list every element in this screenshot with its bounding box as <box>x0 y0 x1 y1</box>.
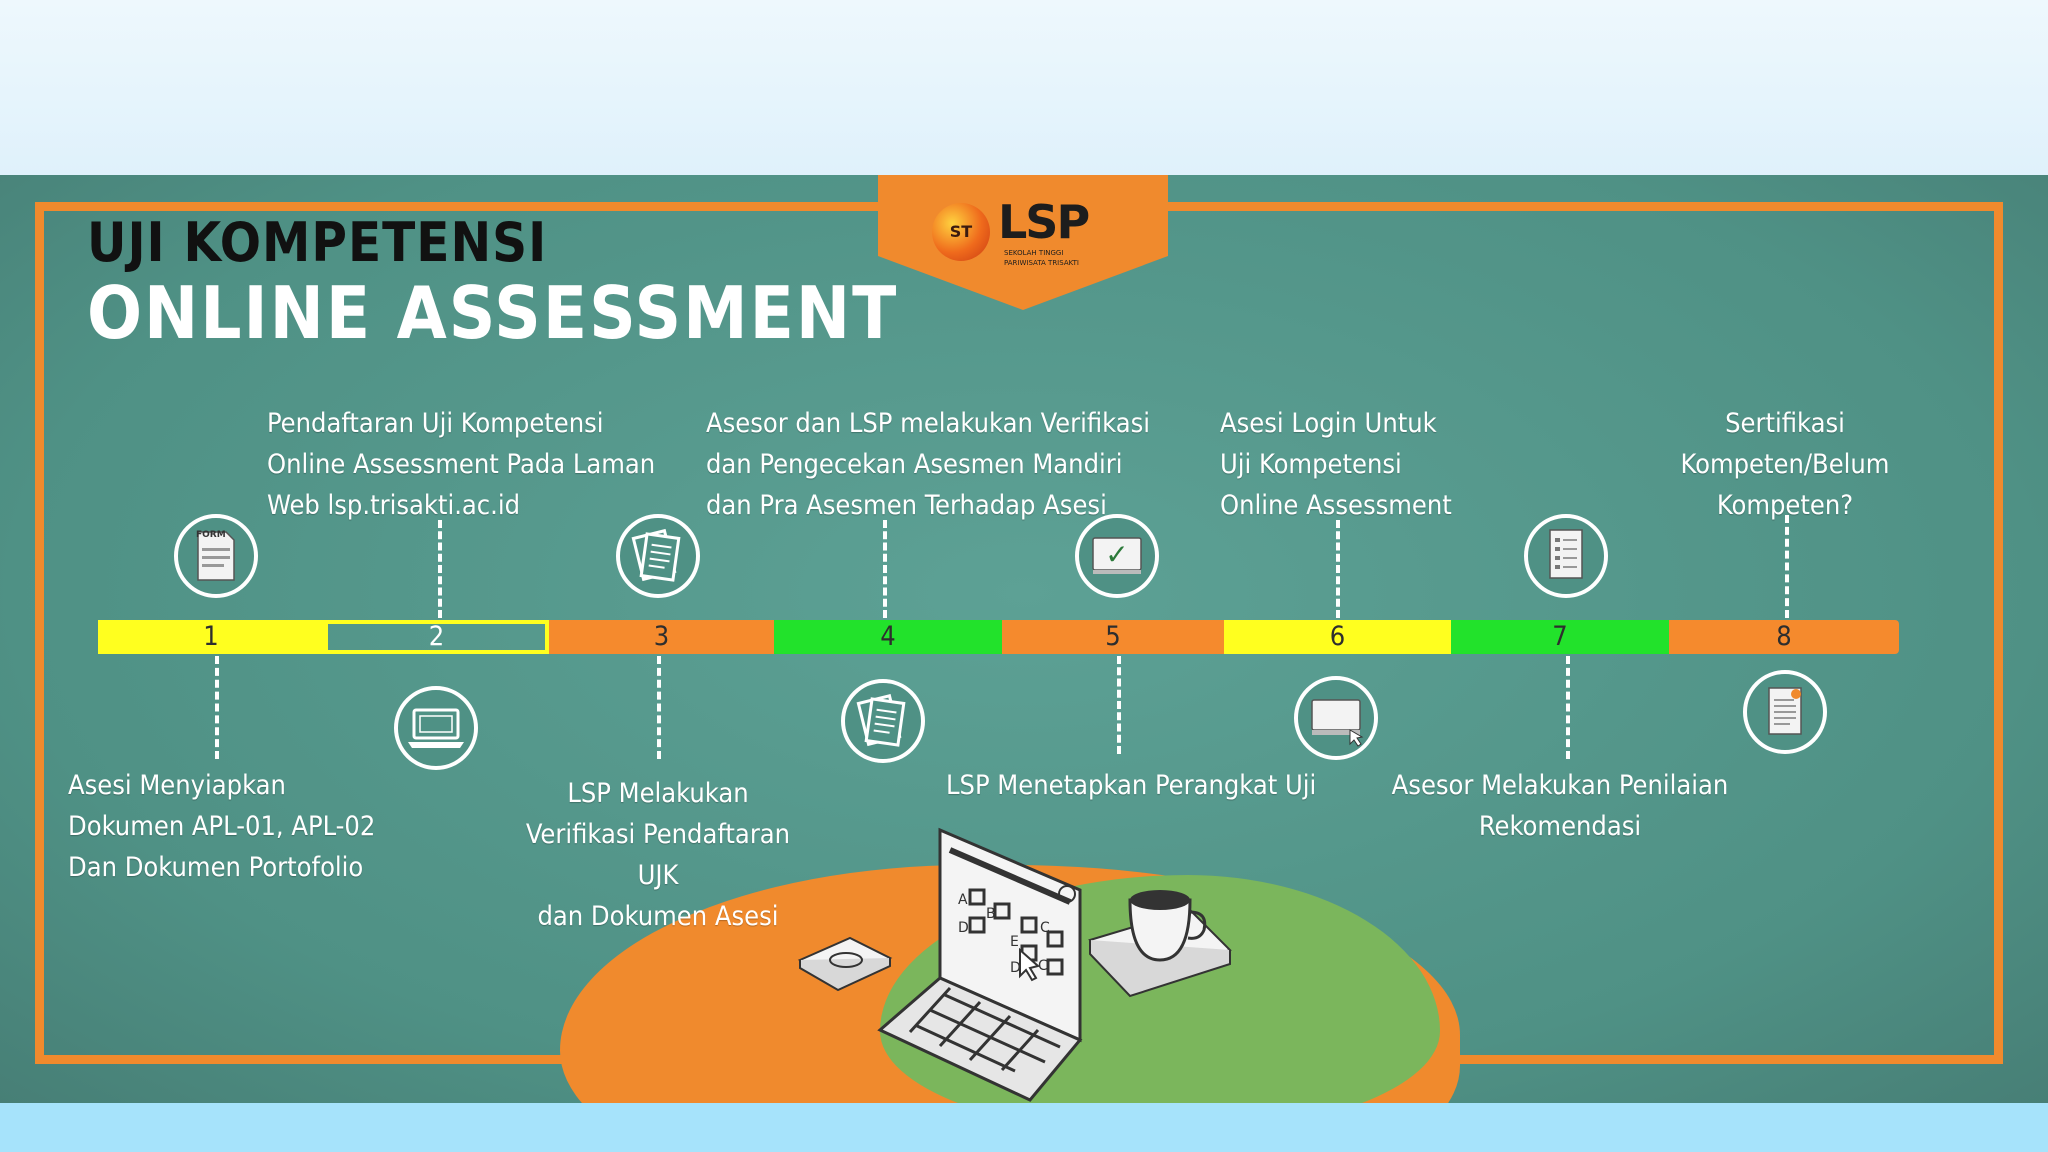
computer-cursor-icon <box>1294 676 1378 760</box>
timeline-segment-1: 1 <box>98 620 324 654</box>
key-d2: D <box>1010 960 1021 976</box>
step-3-label: LSP Melakukan Verifikasi Pendaftaran UJK… <box>525 778 791 932</box>
laptop-keyboard <box>877 976 1083 1102</box>
segment-number-5: 5 <box>1105 621 1121 652</box>
connector-6 <box>1336 520 1340 618</box>
timeline-segment-8: 8 <box>1669 620 1899 654</box>
key-b: B <box>986 906 996 922</box>
connector-5 <box>1117 656 1121 754</box>
connector-7 <box>1566 656 1570 759</box>
key-c: C <box>1040 920 1050 936</box>
lsp-logo: ST LSP SEKOLAH TINGGI PARIWISATA TRISAKT… <box>928 197 1128 267</box>
step-4-label: Asesor dan LSP melakukan Verifikasi dan … <box>706 408 1151 521</box>
checklist-icon <box>1524 514 1608 598</box>
key-a: A <box>958 892 968 908</box>
stacked-documents-icon <box>616 514 700 598</box>
step-6-label: Asesi Login Untuk Uji Kompetensi Online … <box>1220 408 1452 521</box>
step-7-label: Asesor Melakukan Penilaian Rekomendasi <box>1391 770 1729 842</box>
segment-number-1: 1 <box>203 621 219 652</box>
top-band <box>0 0 2048 175</box>
timeline-segment-6: 6 <box>1224 620 1451 654</box>
notebook-icon <box>797 936 893 992</box>
connector-1 <box>215 656 219 759</box>
timeline-segment-5: 5 <box>1002 620 1224 654</box>
laptop-icon <box>394 686 478 770</box>
connector-4 <box>883 520 887 618</box>
logo-subtitle-1: SEKOLAH TINGGI <box>1004 249 1064 257</box>
form-document-icon: FORM <box>174 514 258 598</box>
segment-number-2: 2 <box>428 621 445 652</box>
title-line-1: UJI KOMPETENSI <box>87 211 548 274</box>
laptop-exam-illustration: A B C D E C D <box>797 827 1232 1102</box>
connector-3 <box>657 656 661 759</box>
timeline-segment-2: 2 <box>324 620 549 654</box>
timeline-segment-3: 3 <box>549 620 774 654</box>
key-c2: C <box>1038 958 1048 974</box>
timeline-segment-4: 4 <box>774 620 1002 654</box>
logo-mark: ST <box>932 203 990 261</box>
segment-number-8: 8 <box>1776 621 1792 652</box>
checkmark-screen-icon: ✓ <box>1075 514 1159 598</box>
segment-number-4: 4 <box>880 621 896 652</box>
logo-subtitle-2: PARIWISATA TRISAKTI <box>1004 259 1079 267</box>
step-8-label: Sertifikasi Kompeten/Belum Kompeten? <box>1680 408 1890 521</box>
segment-number-3: 3 <box>653 621 670 652</box>
key-e: E <box>1010 934 1019 950</box>
infographic-board: ST LSP SEKOLAH TINGGI PARIWISATA TRISAKT… <box>0 175 2048 1103</box>
step-5-label: LSP Menetapkan Perangkat Uji <box>946 770 1317 801</box>
connector-2 <box>438 520 442 618</box>
timeline-segment-7: 7 <box>1451 620 1669 654</box>
coffee-cup-icon <box>1088 890 1232 998</box>
form-label: FORM <box>196 530 226 540</box>
segment-number-7: 7 <box>1552 621 1568 652</box>
connector-8 <box>1785 515 1789 618</box>
key-d: D <box>958 920 969 936</box>
logo-text: LSP <box>998 195 1090 249</box>
laptop-screen: A B C D E C D <box>938 827 1082 1043</box>
step-1-label: Asesi Menyiapkan Dokumen APL-01, APL-02 … <box>68 770 376 883</box>
stacked-documents-icon-2 <box>841 679 925 763</box>
certificate-icon <box>1743 670 1827 754</box>
check-glyph: ✓ <box>1105 538 1128 571</box>
step-2-label: Pendaftaran Uji Kompetensi Online Assess… <box>267 408 656 521</box>
segment-number-6: 6 <box>1329 621 1346 652</box>
bottom-band <box>0 1103 2048 1152</box>
title-line-2: ONLINE ASSESSMENT <box>87 271 899 355</box>
